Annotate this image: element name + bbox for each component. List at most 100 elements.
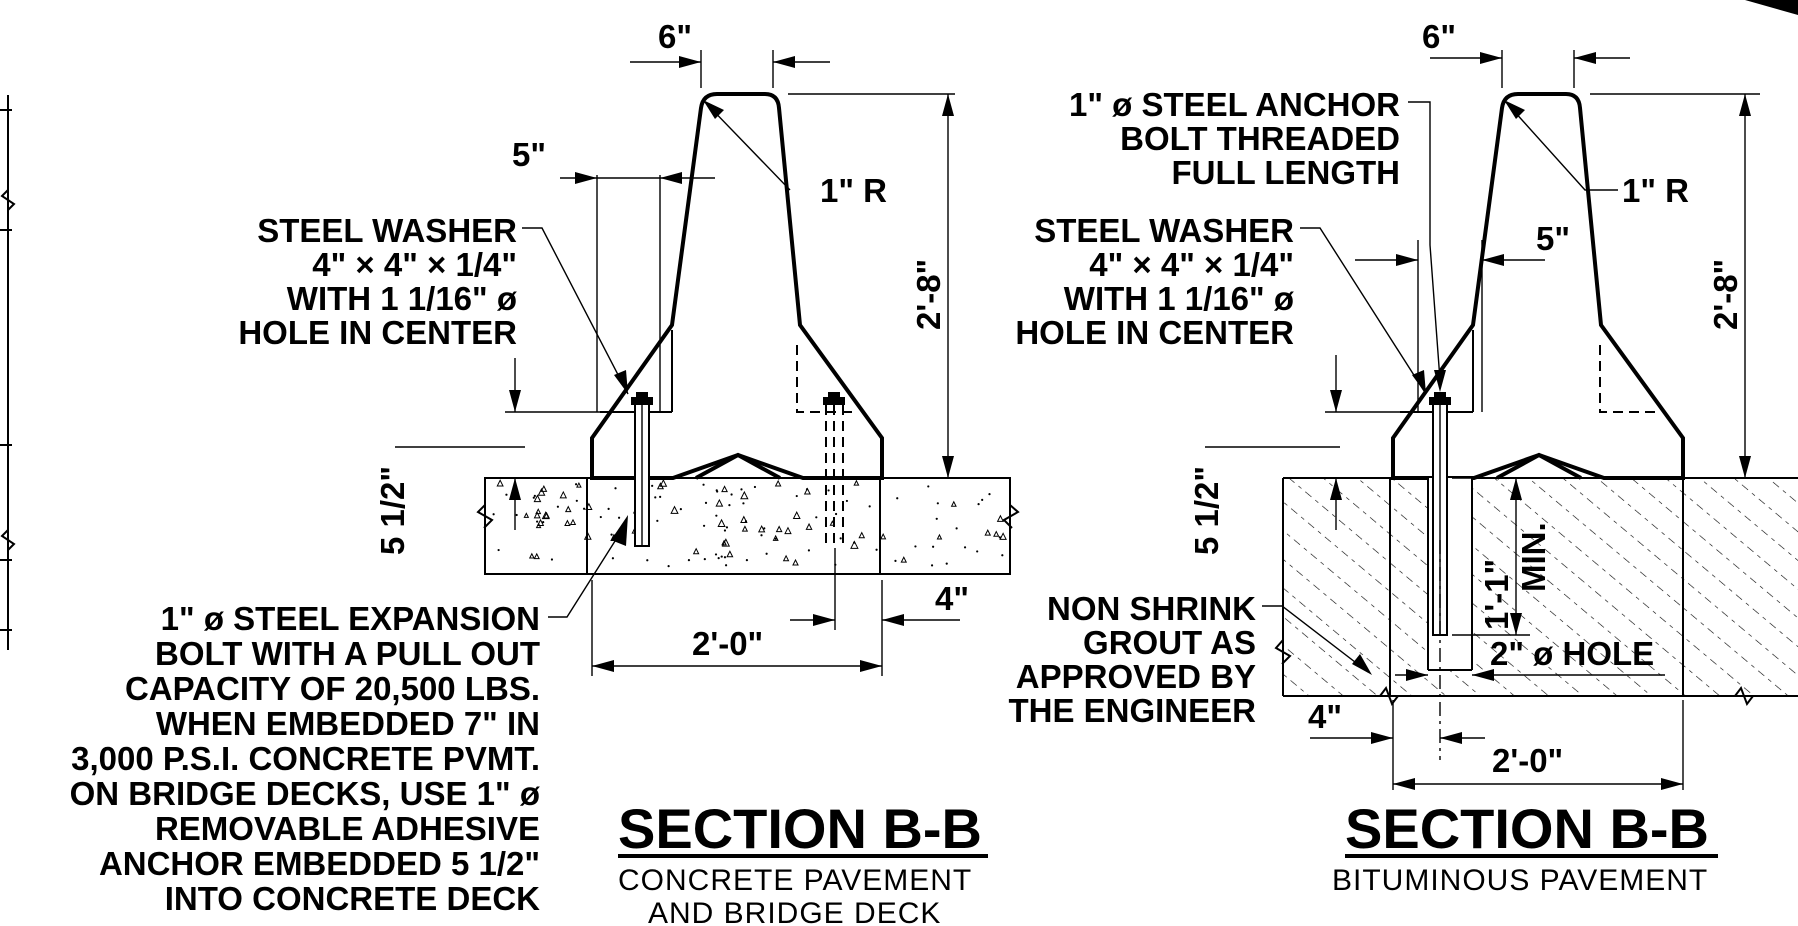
dim-offset: 4" (935, 580, 969, 617)
aggregate-mark (914, 545, 917, 548)
aggregate-mark (569, 518, 577, 526)
aggregate-mark (564, 505, 572, 513)
radius-label: 1" R (1622, 172, 1689, 209)
aggregate-mark (582, 507, 586, 510)
section-subtitle-2: AND BRIDGE DECK (648, 897, 941, 926)
aggregate-mark (792, 511, 801, 520)
aggregate-mark (745, 559, 749, 562)
washer-note: STEEL WASHER 4" × 4" × 1/4" WITH 1 1/16"… (238, 212, 518, 351)
aggregate-mark (717, 557, 720, 560)
svg-text:STEEL WASHER: STEEL WASHER (1034, 212, 1294, 249)
aggregate-mark (704, 501, 708, 504)
aggregate-mark (977, 503, 980, 506)
aggregate-mark (574, 483, 578, 486)
aggregate-mark (723, 529, 727, 532)
aggregate-mark (834, 512, 838, 516)
aggregate-mark (721, 538, 731, 547)
aggregate-mark (740, 515, 748, 524)
aggregate-mark (853, 479, 860, 486)
aggregate-mark (807, 549, 811, 552)
aggregate-mark (533, 552, 540, 560)
aggregate-mark (963, 546, 967, 549)
hole-label: 2" ø HOLE (1490, 635, 1654, 672)
adjacent-detail-fragment (0, 95, 16, 650)
concrete-slab (484, 477, 1011, 575)
svg-text:APPROVED BY: APPROVED BY (1016, 658, 1256, 695)
aggregate-mark (687, 559, 691, 562)
barrier-profile (590, 92, 884, 480)
dim-base: 2'-0" (692, 625, 763, 662)
aggregate-mark (535, 508, 542, 515)
svg-text:BOLT THREADED: BOLT THREADED (1120, 120, 1400, 157)
aggregate-mark (496, 479, 504, 487)
aggregate-mark (774, 479, 782, 487)
washer-note: STEEL WASHER 4" × 4" × 1/4" WITH 1 1/16"… (1015, 212, 1295, 351)
aggregate-mark (880, 533, 887, 540)
aggregate-mark (760, 534, 763, 537)
aggregate-mark (930, 564, 934, 567)
aggregate-mark (559, 490, 568, 499)
aggregate-mark (792, 558, 799, 566)
aggregate-mark (723, 556, 727, 559)
aggregate-mark (725, 526, 729, 529)
aggregate-mark (868, 505, 871, 508)
concrete-aggregate (492, 478, 1007, 568)
svg-text:3,000 P.S.I. CONCRETE PVMT.: 3,000 P.S.I. CONCRETE PVMT. (71, 740, 540, 777)
svg-text:NON SHRINK: NON SHRINK (1047, 590, 1256, 627)
aggregate-mark (607, 507, 610, 510)
aggregate-mark (894, 559, 897, 562)
svg-text:REMOVABLE ADHESIVE: REMOVABLE ADHESIVE (155, 810, 540, 847)
aggregate-mark (815, 516, 818, 519)
aggregate-mark (703, 558, 706, 561)
aggregate-mark (744, 520, 748, 523)
aggregate-mark (774, 537, 777, 540)
aggregate-mark (654, 496, 657, 499)
aggregate-mark (659, 478, 668, 487)
washer (1429, 397, 1451, 405)
aggregate-mark (536, 520, 539, 523)
aggregate-mark (715, 498, 724, 507)
barrier-profile (1391, 92, 1685, 480)
aggregate-mark (805, 522, 813, 530)
grout-note: NON SHRINK GROUT AS APPROVED BY THE ENGI… (1008, 590, 1256, 729)
aggregate-mark (950, 500, 957, 507)
aggregate-mark (984, 529, 992, 536)
svg-text:FULL LENGTH: FULL LENGTH (1171, 154, 1400, 191)
aggregate-mark (875, 548, 878, 551)
aggregate-mark (556, 505, 559, 508)
aggregate-mark (564, 519, 571, 526)
aggregate-mark (541, 511, 550, 520)
aggregate-mark (775, 525, 783, 533)
section-concrete-pavement: 6" 5" 1" R 2'-8" STEEL WASHER 4" × 4" × … (70, 18, 1020, 926)
aggregate-mark (850, 540, 859, 549)
expansion-bolt-note: 1" ø STEEL EXPANSION BOLT WITH A PULL OU… (70, 600, 541, 917)
aggregate-mark (702, 524, 706, 527)
aggregate-mark (533, 494, 542, 503)
aggregate-mark (724, 564, 728, 567)
svg-text:STEEL WASHER: STEEL WASHER (257, 212, 517, 249)
aggregate-mark (714, 553, 718, 556)
aggregate-mark (617, 516, 621, 519)
aggregate-mark (753, 485, 757, 489)
svg-text:1" ø STEEL EXPANSION: 1" ø STEEL EXPANSION (161, 600, 540, 637)
aggregate-mark (651, 484, 654, 487)
aggregate-mark (803, 487, 811, 495)
aggregate-mark (927, 485, 930, 488)
aggregate-mark (765, 552, 768, 555)
section-bituminous-pavement: 6" 1" ø STEEL ANCHOR BOLT THREADED FULL … (1008, 0, 1798, 897)
dim-top-width: 6" (1422, 18, 1456, 55)
aggregate-mark (996, 514, 1005, 522)
aggregate-mark (728, 504, 731, 507)
bituminous-pavement (1283, 478, 1798, 696)
aggregate-mark (782, 554, 790, 562)
aggregate-mark (795, 494, 798, 498)
aggregate-mark (976, 550, 979, 553)
aggregate-mark (740, 490, 749, 500)
aggregate-mark (715, 489, 718, 492)
section-title: SECTION B-B (618, 797, 982, 860)
aggregate-mark (656, 519, 659, 522)
aggregate-mark (550, 558, 554, 561)
aggregate-mark (932, 545, 935, 548)
